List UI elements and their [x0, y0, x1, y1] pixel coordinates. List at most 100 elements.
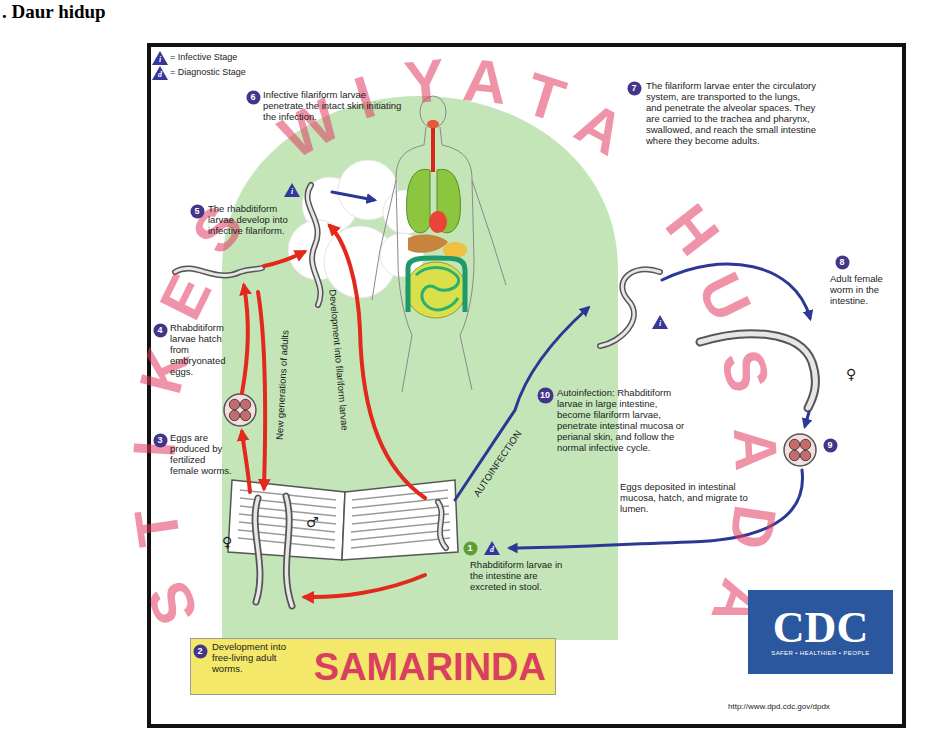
- stage-symbol: d: [152, 66, 168, 80]
- open-book: [228, 480, 458, 560]
- step-number: 9: [823, 438, 838, 453]
- watermark-letter: T: [518, 64, 571, 132]
- node-text: 4: [157, 326, 162, 335]
- watermark-letter: A: [723, 425, 785, 472]
- watermark-letter: A: [567, 92, 634, 165]
- parasitic-arrows: [332, 192, 810, 548]
- step-number: 4: [153, 323, 168, 338]
- number-circle: [627, 81, 641, 95]
- free-living-adult: [255, 498, 260, 602]
- title-block: . Daur hidup: [2, 1, 106, 23]
- number-circle: [190, 204, 204, 218]
- step-number: 1: [463, 541, 478, 556]
- step-text: Autoinfection: Rhabditiform larvae in la…: [557, 388, 685, 454]
- node-text: SAMARINDA: [314, 648, 546, 686]
- watermark-letter: U: [687, 264, 760, 329]
- step-number: 8: [835, 255, 850, 270]
- number-circle: [193, 644, 207, 658]
- liver: [408, 235, 448, 253]
- cycle-arrow: [264, 252, 304, 266]
- worms: [175, 185, 815, 606]
- legend-text: = Diagnostic Stage: [170, 67, 246, 78]
- stage-triangle: [484, 541, 500, 555]
- watermark-letter: S: [711, 344, 779, 398]
- cycle-arrow: [330, 226, 425, 498]
- egg-cluster: [224, 394, 256, 426]
- node-text: i: [159, 56, 161, 65]
- node-text: 3: [157, 436, 162, 445]
- node-text: 10: [540, 391, 550, 400]
- green-arch: [222, 96, 618, 640]
- book-lines: [238, 490, 450, 548]
- frame: [149, 45, 904, 726]
- step-text: Eggs are produced by fertilized female w…: [170, 433, 234, 477]
- watermark-letter: T: [126, 505, 191, 550]
- step-text: Infective filariform larvae penetrate th…: [263, 90, 405, 123]
- sex-symbol: ♂: [306, 514, 319, 530]
- watermark-letter: A: [461, 50, 510, 114]
- legend-text: = Infective Stage: [170, 52, 237, 63]
- stage-symbol: i: [652, 315, 668, 329]
- filariform-larva: [600, 269, 660, 346]
- number-circle: [537, 387, 553, 403]
- number-circle: [153, 323, 167, 337]
- watermark-letter: D: [719, 501, 785, 553]
- free-living-adult: [286, 496, 292, 606]
- node-text: CDC: [773, 606, 868, 650]
- step-number: 5: [190, 204, 205, 219]
- cycle-arrow: [332, 192, 374, 200]
- step-text: Rhabditiform larvae hatch from embryonat…: [170, 323, 234, 378]
- stage-symbol: i: [284, 183, 300, 197]
- cycle-arrow: [242, 286, 248, 393]
- sex-symbol: ♀: [846, 366, 856, 382]
- node-text: 1: [467, 544, 472, 553]
- node-text: 5: [194, 207, 199, 216]
- number-circle: [835, 255, 849, 269]
- legend-entry: = Infective Stage: [170, 52, 237, 63]
- node-text: 9: [827, 441, 832, 450]
- watermark-letter: E: [150, 266, 222, 328]
- node-text: SAFER • HEALTHIER • PEOPLE: [771, 650, 870, 658]
- step-number: 2: [193, 644, 208, 659]
- watermark-letter: H: [655, 195, 729, 266]
- node-text: i: [291, 188, 293, 197]
- large-intestine: [408, 258, 465, 312]
- pharynx: [427, 120, 439, 128]
- adult-female-worm: [700, 334, 815, 408]
- stomach: [443, 242, 467, 258]
- node-text: d: [490, 546, 494, 555]
- cycle-arrow: [242, 432, 250, 492]
- watermark-letter: Y: [402, 50, 448, 114]
- heading: . Daur hidup: [2, 1, 106, 23]
- sex-symbol: ♀: [846, 366, 856, 382]
- node-text: i: [659, 320, 661, 329]
- node-text: 2: [197, 647, 202, 656]
- stage-triangle: [152, 66, 168, 80]
- rhabditiform-larva: [438, 502, 446, 548]
- rhabditiform-larva: [438, 502, 446, 548]
- number-circle: [153, 433, 167, 447]
- arrow-label: New generations of adults: [275, 330, 292, 440]
- adult-female-worm: [700, 334, 815, 408]
- book-page: [342, 480, 458, 560]
- step-number: 6: [246, 90, 261, 105]
- stage-triangle: [284, 183, 300, 197]
- cycle-arrow: [305, 575, 425, 597]
- step-text: Infective filariform larvae penetrate th…: [263, 90, 405, 123]
- number-circle: [823, 438, 837, 452]
- step-text: The rhabditiform larvae develop into inf…: [208, 204, 300, 237]
- stage-symbol: i: [152, 51, 168, 65]
- cycle-arrow: [805, 412, 809, 426]
- step-text: The filariform larvae enter the circulat…: [646, 81, 818, 147]
- url-text: http://www.dpd.cdc.gov/dpdx: [728, 702, 830, 711]
- cdc-logo: CDCSAFER • HEALTHIER • PEOPLE: [748, 590, 893, 674]
- node-text: 6: [250, 93, 255, 102]
- step-number: 10: [537, 387, 554, 404]
- logo-box: [748, 590, 893, 674]
- node-text: d: [158, 71, 162, 80]
- free-living-arrows: [242, 226, 425, 597]
- step-text: Development into free-living adult worms…: [212, 642, 304, 675]
- egg-cluster: [784, 434, 816, 466]
- banner-box: [191, 639, 556, 695]
- legend-entry: = Diagnostic Stage: [170, 67, 246, 78]
